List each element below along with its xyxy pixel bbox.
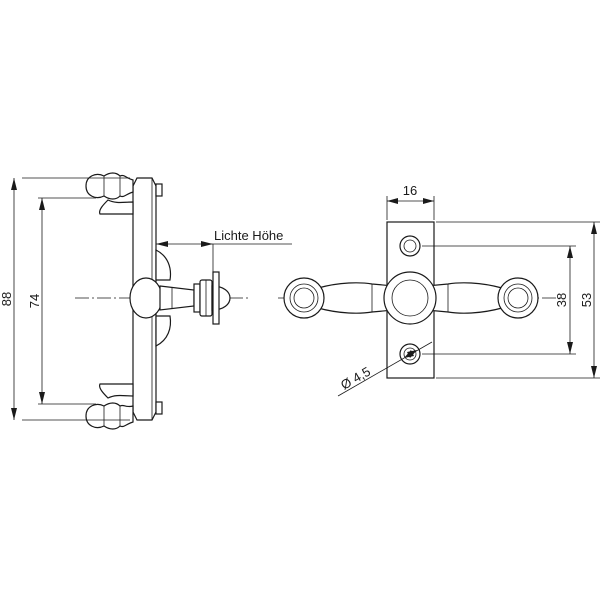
dim-hole-spacing: 38 xyxy=(422,245,576,355)
dim-plate-height-label: 53 xyxy=(579,293,594,307)
side-view: 88 74 Lichte Höhe xyxy=(0,172,292,430)
top-screw-hole xyxy=(399,235,421,257)
bottom-knob xyxy=(85,383,163,430)
left-arm xyxy=(317,282,395,314)
center-hook xyxy=(129,249,231,347)
dim-pin-spacing-label: 74 xyxy=(27,294,42,308)
right-arm xyxy=(425,282,503,314)
dim-plate-width-label: 16 xyxy=(403,183,417,198)
dim-hole-spacing-label: 38 xyxy=(554,293,569,307)
dim-overall-height-label: 88 xyxy=(0,292,14,306)
dim-plate-height: 53 xyxy=(436,221,600,379)
dim-clear-height: Lichte Höhe xyxy=(156,228,292,272)
dim-hole-diameter-label: Ø 4,5 xyxy=(338,364,373,393)
dim-clear-height-label: Lichte Höhe xyxy=(214,228,283,243)
dim-pin-spacing: 74 xyxy=(27,197,96,405)
right-end-knob xyxy=(497,277,539,319)
center-hub xyxy=(383,271,437,325)
top-knob xyxy=(85,172,163,215)
dim-overall-height: 88 xyxy=(0,177,130,421)
dim-plate-width: 16 xyxy=(386,183,435,220)
front-view: 16 38 53 Ø 4,5 xyxy=(278,183,600,397)
left-end-knob xyxy=(283,277,325,319)
